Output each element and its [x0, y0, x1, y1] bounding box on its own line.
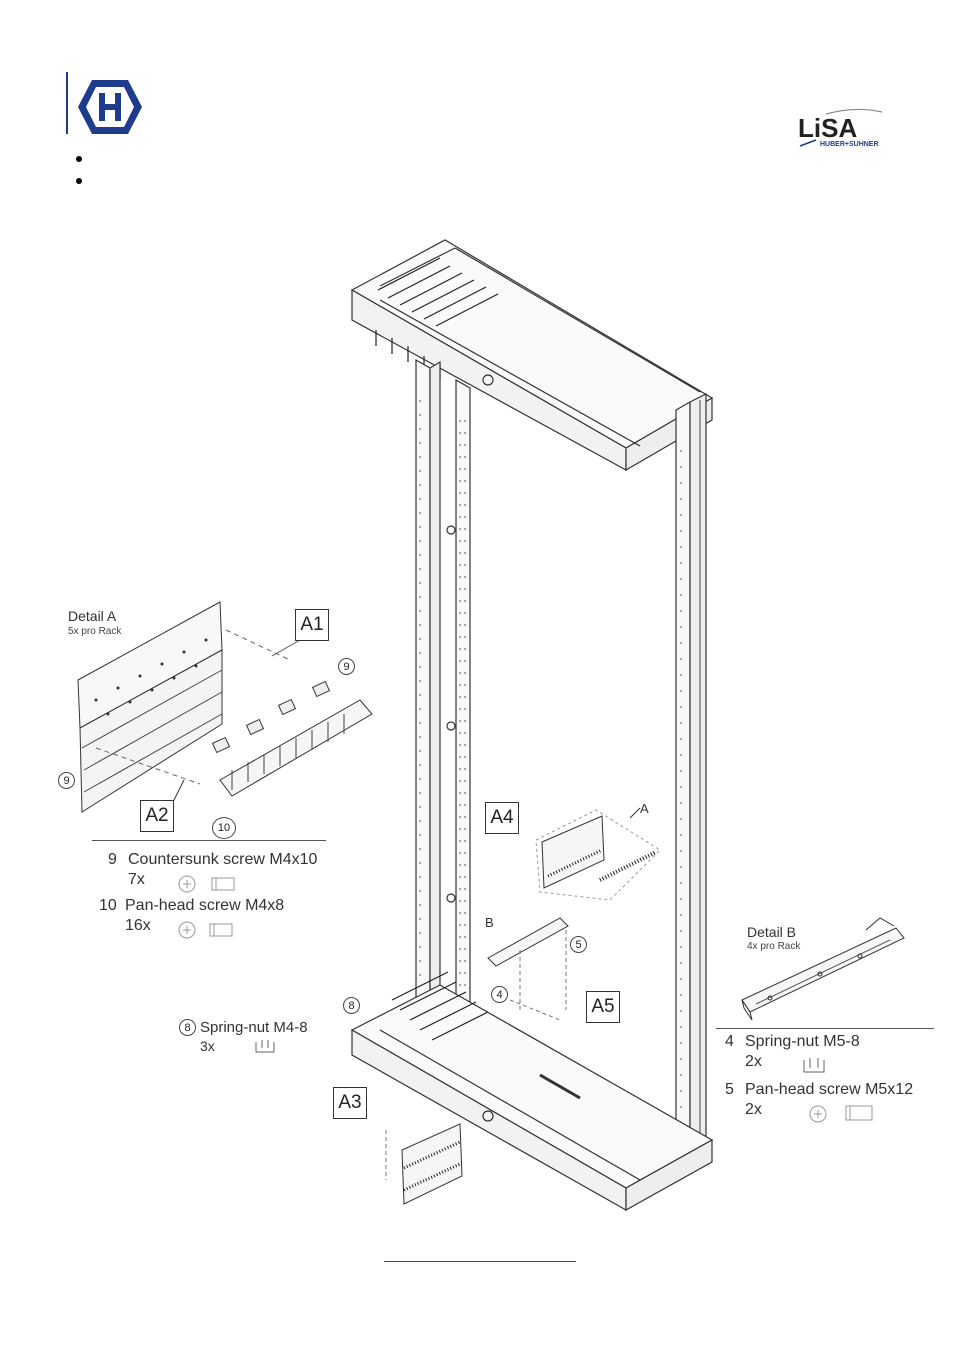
callout-9-top: 9 — [338, 658, 355, 675]
callout-10: 10 — [212, 817, 236, 839]
detail-b-title: Detail B — [747, 924, 797, 940]
callout-4: 4 — [491, 986, 508, 1003]
lisa-logo-icon: LiSA HUBER+SUHNER — [798, 108, 883, 148]
part-9-qty: 7x — [128, 871, 145, 888]
part-4-qty: 2x — [745, 1053, 762, 1070]
detail-a-subtitle: 5x pro Rack — [68, 626, 122, 637]
company-logo-icon — [78, 80, 142, 134]
part-10-name: Pan-head screw M4x8 — [125, 897, 285, 914]
part-5-name: Pan-head screw M5x12 — [745, 1081, 914, 1098]
callout-a2: A2 — [140, 800, 174, 832]
part-8-number: 8 — [179, 1019, 196, 1036]
bullet-1 — [76, 156, 82, 162]
detail-b-rule — [716, 1028, 934, 1029]
part-9-name: Countersunk screw M4x10 — [128, 851, 318, 868]
detail-a-title: Detail A — [68, 608, 117, 624]
part-8-qty: 3x — [200, 1038, 215, 1054]
part-4-number: 4 — [725, 1033, 734, 1050]
callout-9-left: 9 — [58, 772, 75, 789]
detail-a-rule — [92, 840, 326, 841]
callout-a1: A1 — [295, 609, 329, 641]
part-9-number: 9 — [108, 851, 117, 868]
lisa-logo-subtext: HUBER+SUHNER — [820, 141, 879, 148]
header-divider — [66, 72, 68, 134]
part-5-qty: 2x — [745, 1101, 762, 1118]
callout-5: 5 — [570, 936, 587, 953]
callout-a4: A4 — [485, 802, 519, 834]
footer-link[interactable] — [384, 1261, 576, 1262]
callout-8: 8 — [343, 997, 360, 1014]
part-5-number: 5 — [725, 1081, 734, 1098]
callout-a3: A3 — [333, 1087, 367, 1119]
part-8-name: Spring-nut M4-8 — [200, 1019, 308, 1036]
callout-a5: A5 — [586, 991, 620, 1023]
part-4-name: Spring-nut M5-8 — [745, 1033, 860, 1050]
part-10-qty: 16x — [125, 917, 151, 934]
bullet-2 — [76, 178, 82, 184]
detail-b-subtitle: 4x pro Rack — [747, 941, 801, 952]
lisa-logo-text: LiSA — [798, 113, 857, 143]
detail-a-reference: A — [640, 801, 649, 816]
detail-b-reference: B — [485, 915, 494, 930]
part-10-number: 10 — [99, 897, 117, 914]
